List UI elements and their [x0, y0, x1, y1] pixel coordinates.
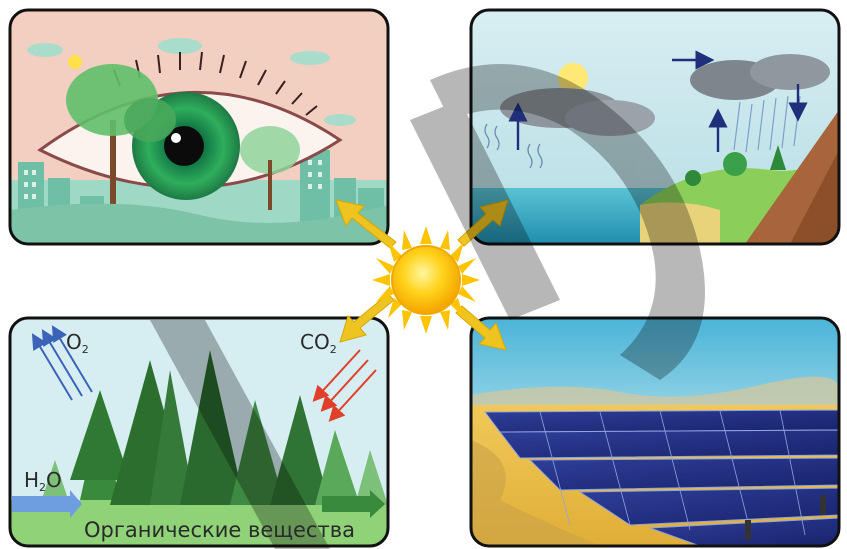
small-sun-icon: [558, 63, 588, 93]
arrow-icon: [335, 199, 397, 249]
h2o-h-symbol: H: [24, 468, 40, 492]
arrow-icon: [457, 199, 509, 247]
arrow-icon: [455, 305, 507, 351]
tree-icon: [685, 145, 786, 186]
cloud-icon: [500, 54, 830, 136]
co2-label: CO2: [300, 330, 337, 356]
arrow-icon: [322, 490, 385, 518]
panel-photosynthesis: [8, 316, 390, 548]
sun-icon: [372, 226, 480, 334]
ray-arrows: [335, 199, 509, 351]
panel-water-cycle: [469, 8, 841, 246]
o2-symbol: O: [66, 330, 82, 354]
tree-icon: [40, 350, 388, 505]
solar-panel-icon: [484, 409, 839, 546]
watermark: [150, 64, 705, 549]
small-sun-icon: [68, 55, 82, 69]
o2-subscript: 2: [81, 343, 89, 356]
cloud-icon: [27, 38, 356, 126]
arrow-icon: [12, 490, 82, 518]
co2-symbol: CO: [300, 330, 330, 354]
h2o-label: H2O: [24, 468, 62, 494]
h2o-o-symbol: O: [46, 468, 62, 492]
panel-solar-energy: [469, 316, 841, 548]
organic-substances-label: Органические вещества: [84, 518, 355, 542]
panel-vision: [8, 8, 390, 246]
tree-icon: [66, 64, 300, 230]
o2-label: O2: [66, 330, 89, 356]
co2-subscript: 2: [329, 343, 337, 356]
h2o-subscript: 2: [39, 481, 47, 494]
